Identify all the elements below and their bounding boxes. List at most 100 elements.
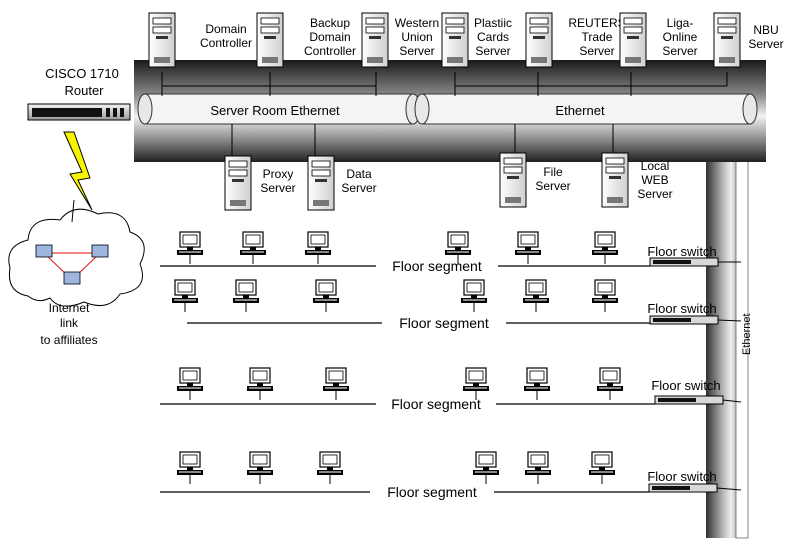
floor-switch-label: Floor switch [647, 469, 716, 484]
server-icon [525, 12, 553, 68]
workstation-icon [323, 367, 349, 400]
workstation-icon [523, 279, 549, 312]
server-links [161, 72, 728, 158]
router-name: CISCO 1710 [45, 66, 119, 81]
workstation-icon [172, 279, 198, 312]
server-label: Server [341, 181, 376, 195]
server-label: Domain [309, 30, 350, 44]
lightning-bolt-icon [63, 131, 93, 211]
router: CISCO 1710 Router [27, 66, 131, 121]
server-label: Server [535, 179, 570, 193]
floor-switch-icon [649, 257, 719, 267]
floor-segment-label: Floor segment [399, 315, 489, 331]
workstation-icon [592, 279, 618, 312]
ethernet-label: Ethernet [555, 103, 605, 118]
server-icon [441, 12, 469, 68]
server-label: REUTERS [568, 16, 625, 30]
server-label: Controller [200, 36, 252, 50]
workstation-icon [317, 451, 343, 484]
server-label: Data [346, 167, 372, 181]
server-label: Union [401, 30, 432, 44]
server-label: Proxy [263, 167, 294, 181]
server-icon [307, 155, 335, 211]
server-room-ethernet-label: Server Room Ethernet [210, 103, 340, 118]
floor-switch-icon [649, 315, 719, 325]
server-label: Server [637, 187, 672, 201]
floor-4: Floor segment Floor switch [160, 451, 742, 500]
server-label: Plastiic [474, 16, 512, 30]
server-icon [619, 12, 647, 68]
internet-label-1: Internet [49, 301, 90, 315]
server-label: File [543, 165, 563, 179]
server-label: Liga- [667, 16, 694, 30]
workstation-icon [515, 231, 541, 264]
floor-segment-label: Floor segment [387, 484, 477, 500]
workstation-icon [247, 367, 273, 400]
server-label: Backup [310, 16, 350, 30]
server-layer: DomainControllerBackupDomainControllerWe… [148, 12, 784, 211]
cloud-node-icon [91, 244, 109, 258]
workstation-icon [592, 231, 618, 264]
server-room-backbone: Server Room Ethernet Ethernet [134, 60, 766, 162]
workstation-icon [461, 279, 487, 312]
cloud-node-icon [63, 271, 81, 285]
floor-switch-label: Floor switch [651, 378, 720, 393]
server-label: Local [641, 159, 670, 173]
server-label: WEB [641, 173, 668, 187]
router-role: Router [64, 83, 104, 98]
workstation-icon [177, 451, 203, 484]
cloud-node-icon [35, 244, 53, 258]
server-icon [256, 12, 284, 68]
server-label: Server [399, 44, 434, 58]
workstation-icon [525, 451, 551, 484]
server-label: NBU [753, 23, 778, 37]
workstation-icon [524, 367, 550, 400]
workstation-icon [247, 451, 273, 484]
vertical-backbone-label: Ethernet [741, 313, 753, 355]
server-label: Server [579, 44, 614, 58]
server-icon [713, 12, 741, 68]
server-label: Controller [304, 44, 356, 58]
workstation-icon [597, 367, 623, 400]
server-icon [148, 12, 176, 68]
server-icon [361, 12, 389, 68]
workstation-icon [445, 231, 471, 264]
floor-switch-icon [654, 395, 724, 405]
workstation-icon [177, 231, 203, 264]
workstation-icon [463, 367, 489, 400]
workstation-icon [313, 279, 339, 312]
internet-cloud: Internet link to affiliates [8, 208, 145, 347]
server-label: Server [260, 181, 295, 195]
server-label: Server [662, 44, 697, 58]
floor-3: Floor segment Floor switch [160, 367, 742, 412]
server-label: Domain [205, 22, 246, 36]
internet-label-2: link [60, 316, 79, 330]
server-icon [224, 155, 252, 211]
workstation-icon [233, 279, 259, 312]
floor-switch-icon [648, 483, 718, 493]
workstation-icon [473, 451, 499, 484]
internet-label-3: to affiliates [40, 333, 97, 347]
server-label: Server [748, 37, 783, 51]
server-label: Cards [477, 30, 509, 44]
vertical-ethernet-backbone: Ethernet [706, 107, 753, 539]
workstation-icon [589, 451, 615, 484]
server-icon [601, 152, 629, 208]
server-label: Server [475, 44, 510, 58]
floor-segment-label: Floor segment [391, 396, 481, 412]
workstation-icon [305, 231, 331, 264]
